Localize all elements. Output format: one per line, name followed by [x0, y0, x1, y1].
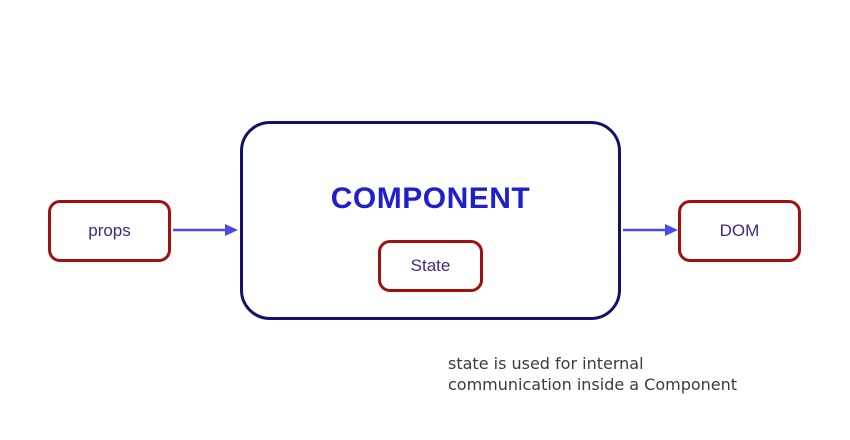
dom-label: DOM	[719, 221, 760, 240]
dom-box: DOM	[678, 200, 801, 262]
component-to-dom-arrow-icon	[623, 224, 678, 236]
caption-line-2: communication inside a Component	[448, 375, 738, 394]
arrow-head-icon	[665, 224, 678, 236]
state-label: State	[410, 256, 451, 275]
props-label: props	[88, 221, 131, 240]
props-box: props	[48, 200, 171, 262]
caption: state is used for internal communication…	[448, 353, 737, 395]
arrow-head-icon	[225, 224, 238, 236]
props-to-component-arrow-icon	[173, 224, 238, 236]
state-box: State	[378, 240, 483, 292]
caption-line-1: state is used for internal	[448, 354, 644, 373]
component-title: COMPONENT	[330, 182, 531, 215]
component-box: COMPONENT State	[240, 121, 621, 320]
